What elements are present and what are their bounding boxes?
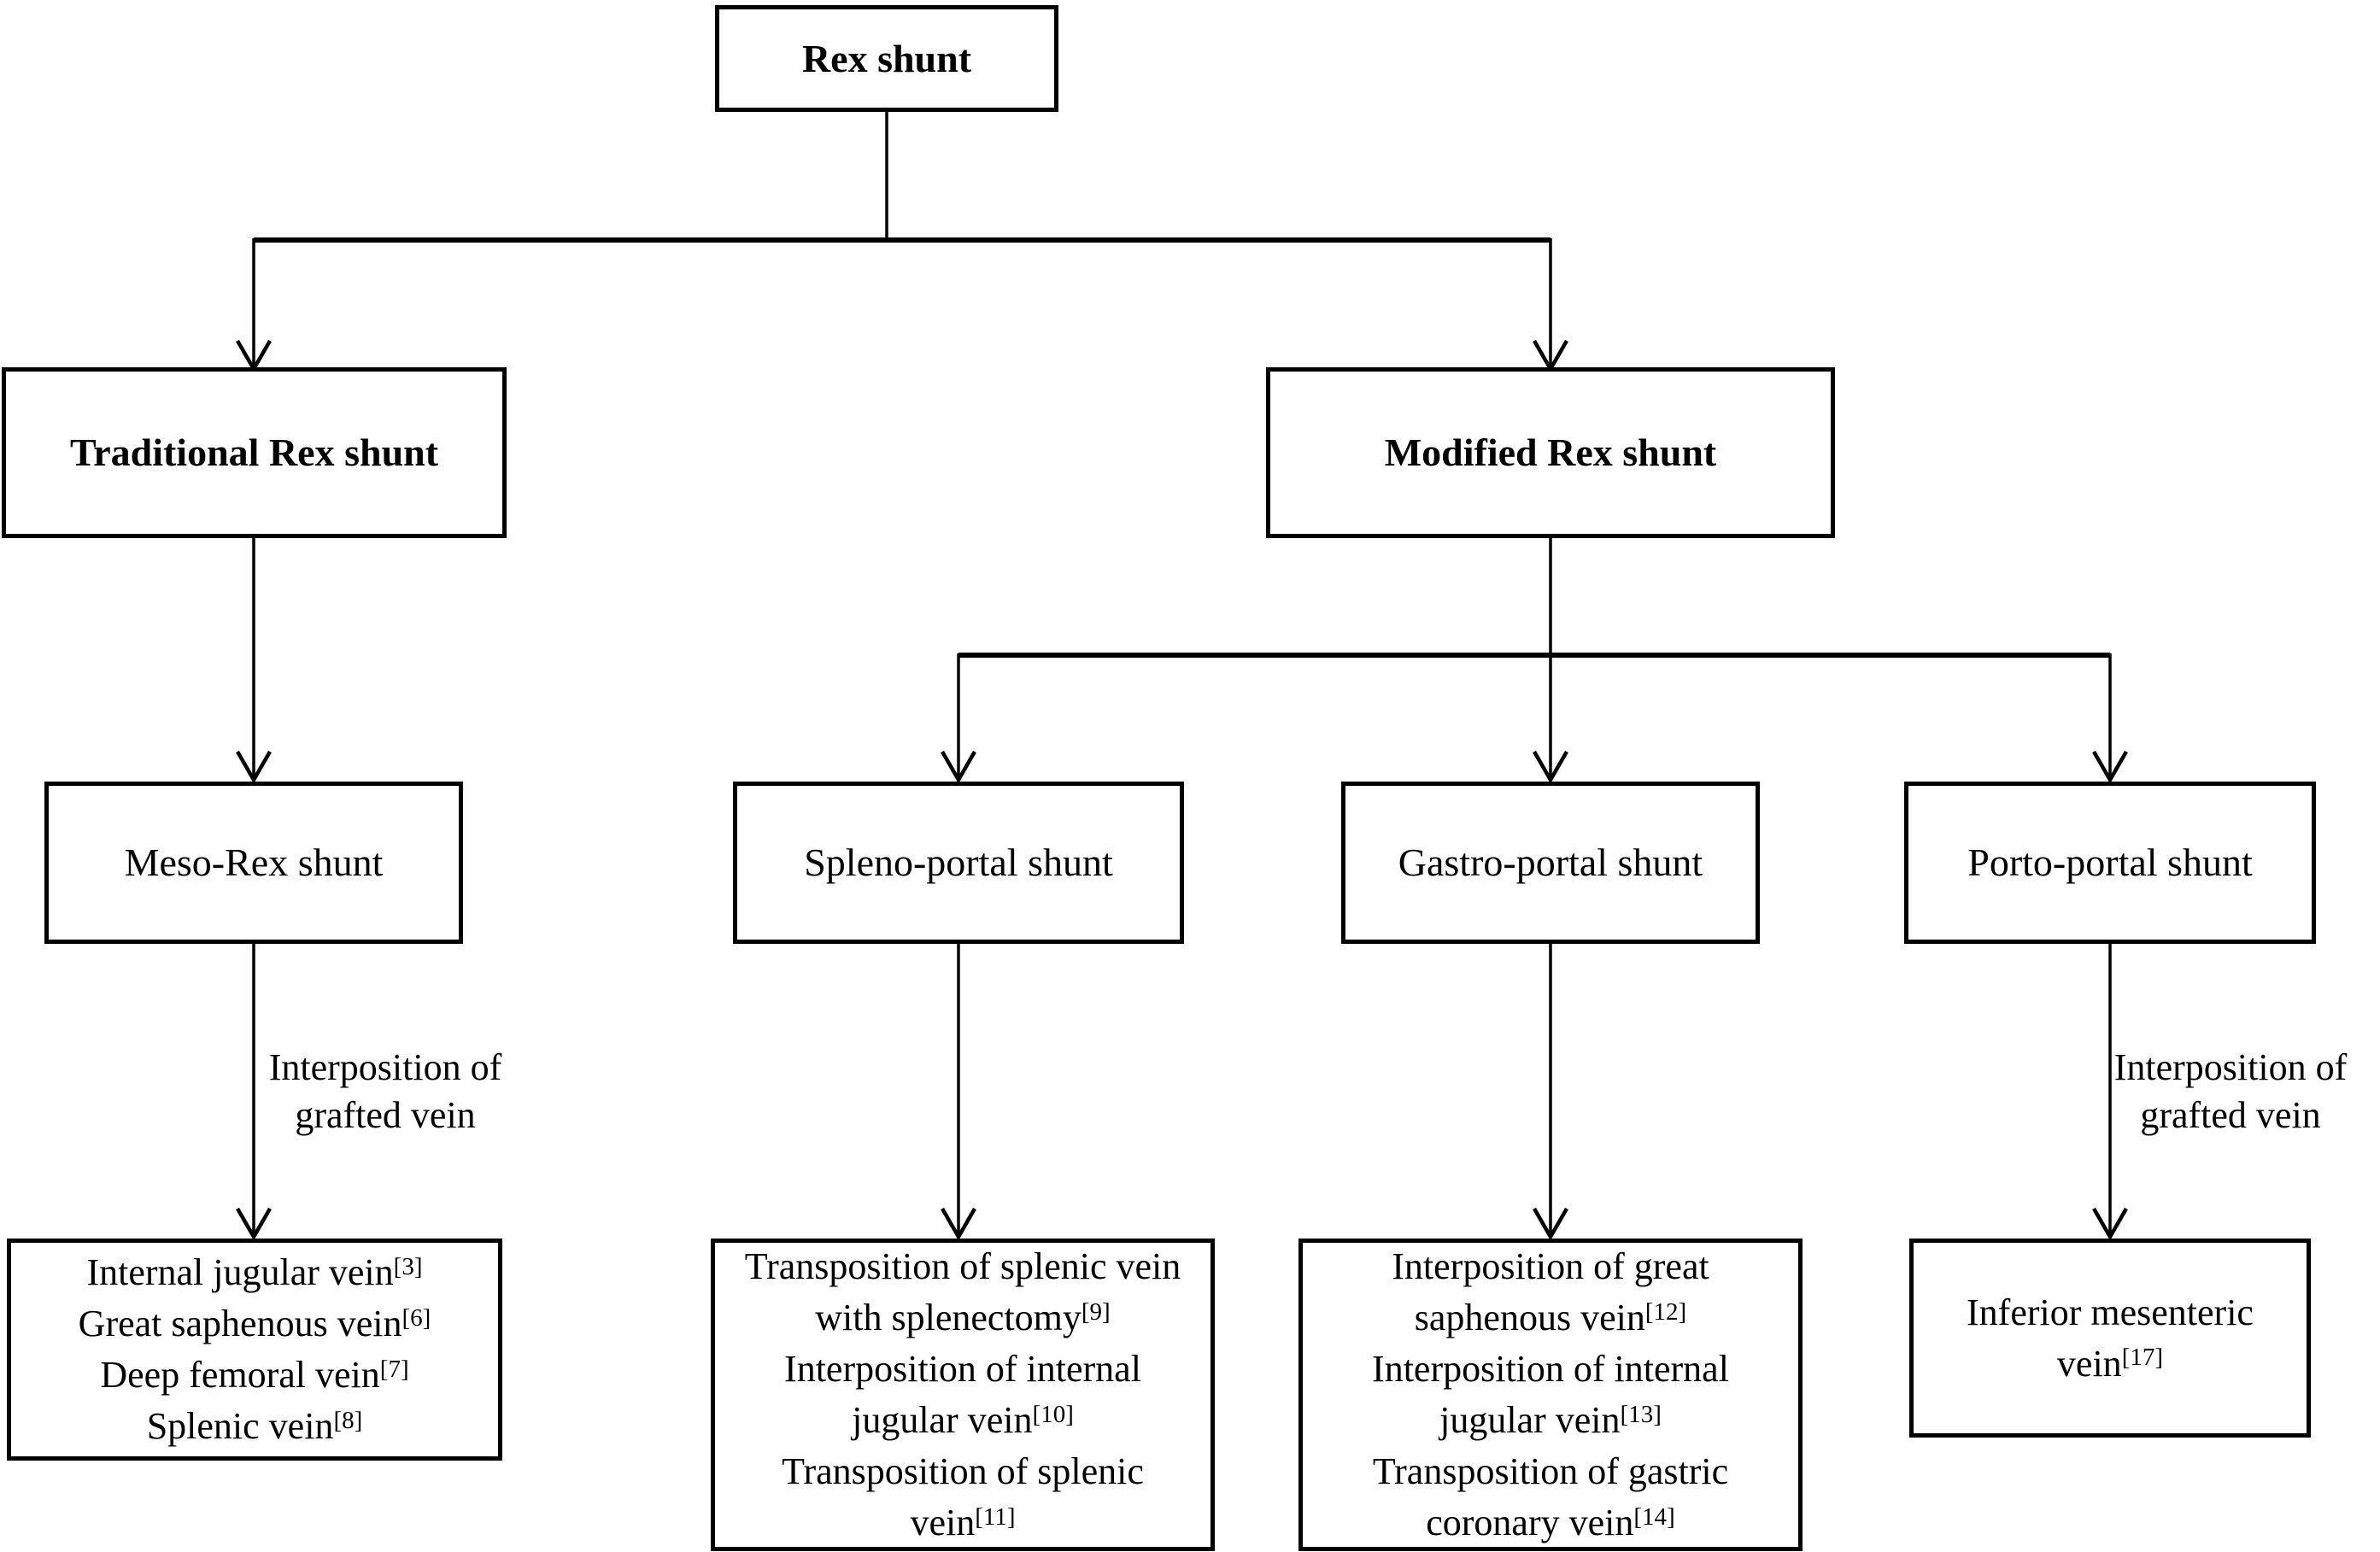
- node-traditional-rex-shunt: Traditional Rex shunt: [2, 367, 507, 538]
- reference-superscript: [11]: [975, 1502, 1016, 1531]
- leaf-item: Transposition of splenic vein with splen…: [744, 1245, 1181, 1338]
- node-porto-portal-shunt-label: Porto-portal shunt: [1967, 840, 2253, 885]
- node-modified-rex-shunt-label: Modified Rex shunt: [1384, 430, 1717, 475]
- leaf-item: Great saphenous vein[6]: [78, 1303, 431, 1344]
- edge-label-line: grafted vein: [2140, 1094, 2321, 1136]
- edge-label-line: Interposition of: [268, 1046, 502, 1088]
- leaf-spleno-vein-list: Transposition of splenic vein with splen…: [711, 1239, 1215, 1551]
- leaf-porto-vein-list: Inferior mesenteric vein[17]: [1909, 1239, 2311, 1438]
- edge-rex-to-level2: [236, 112, 1568, 373]
- reference-superscript: [3]: [393, 1252, 423, 1280]
- reference-superscript: [17]: [2121, 1344, 2164, 1372]
- reference-superscript: [9]: [1081, 1297, 1111, 1326]
- node-modified-rex-shunt: Modified Rex shunt: [1266, 367, 1835, 538]
- reference-superscript: [13]: [1620, 1400, 1662, 1428]
- edge-label-interposition-grafted-vein-left: Interposition of grafted vein: [257, 1044, 513, 1139]
- node-rex-shunt: Rex shunt: [715, 5, 1058, 112]
- node-rex-shunt-label: Rex shunt: [801, 36, 972, 80]
- leaf-item: Transposition of splenic vein[11]: [782, 1450, 1144, 1543]
- leaf-gastro-vein-list: Interposition of great saphenous vein[12…: [1298, 1239, 1803, 1551]
- reference-superscript: [8]: [333, 1406, 363, 1434]
- node-gastro-portal-shunt: Gastro-portal shunt: [1341, 782, 1760, 944]
- leaf-item: Internal jugular vein[3]: [86, 1251, 423, 1293]
- leaf-item: Interposition of internal jugular vein[1…: [1372, 1348, 1729, 1441]
- leaf-item: Deep femoral vein[7]: [100, 1354, 409, 1396]
- node-traditional-rex-shunt-label: Traditional Rex shunt: [69, 430, 439, 475]
- node-meso-rex-shunt: Meso-Rex shunt: [44, 782, 463, 944]
- edge-label-line: Interposition of: [2113, 1046, 2348, 1088]
- reference-superscript: [6]: [402, 1303, 431, 1332]
- node-porto-portal-shunt: Porto-portal shunt: [1904, 782, 2316, 944]
- node-spleno-portal-shunt-label: Spleno-portal shunt: [804, 840, 1113, 885]
- node-spleno-portal-shunt: Spleno-portal shunt: [733, 782, 1184, 944]
- reference-superscript: [7]: [379, 1355, 409, 1383]
- edge-label-interposition-grafted-vein-right: Interposition of grafted vein: [2102, 1044, 2359, 1139]
- leaf-item: Interposition of great saphenous vein[12…: [1392, 1245, 1709, 1338]
- edge-label-line: grafted vein: [295, 1094, 476, 1136]
- leaf-meso-vein-list: Internal jugular vein[3] Great saphenous …: [7, 1239, 502, 1461]
- leaf-item: Inferior mesenteric vein[17]: [1967, 1291, 2254, 1385]
- edge-modified-to-level3: [941, 538, 2128, 784]
- reference-superscript: [10]: [1032, 1400, 1074, 1428]
- leaf-item: Transposition of gastric coronary vein[1…: [1372, 1450, 1729, 1543]
- leaf-item: Splenic vein[8]: [146, 1405, 363, 1447]
- reference-superscript: [12]: [1644, 1297, 1687, 1326]
- node-meso-rex-shunt-label: Meso-Rex shunt: [124, 840, 384, 885]
- leaf-item: Interposition of internal jugular vein[1…: [784, 1348, 1141, 1441]
- reference-superscript: [14]: [1633, 1502, 1675, 1531]
- node-gastro-portal-shunt-label: Gastro-portal shunt: [1398, 840, 1703, 885]
